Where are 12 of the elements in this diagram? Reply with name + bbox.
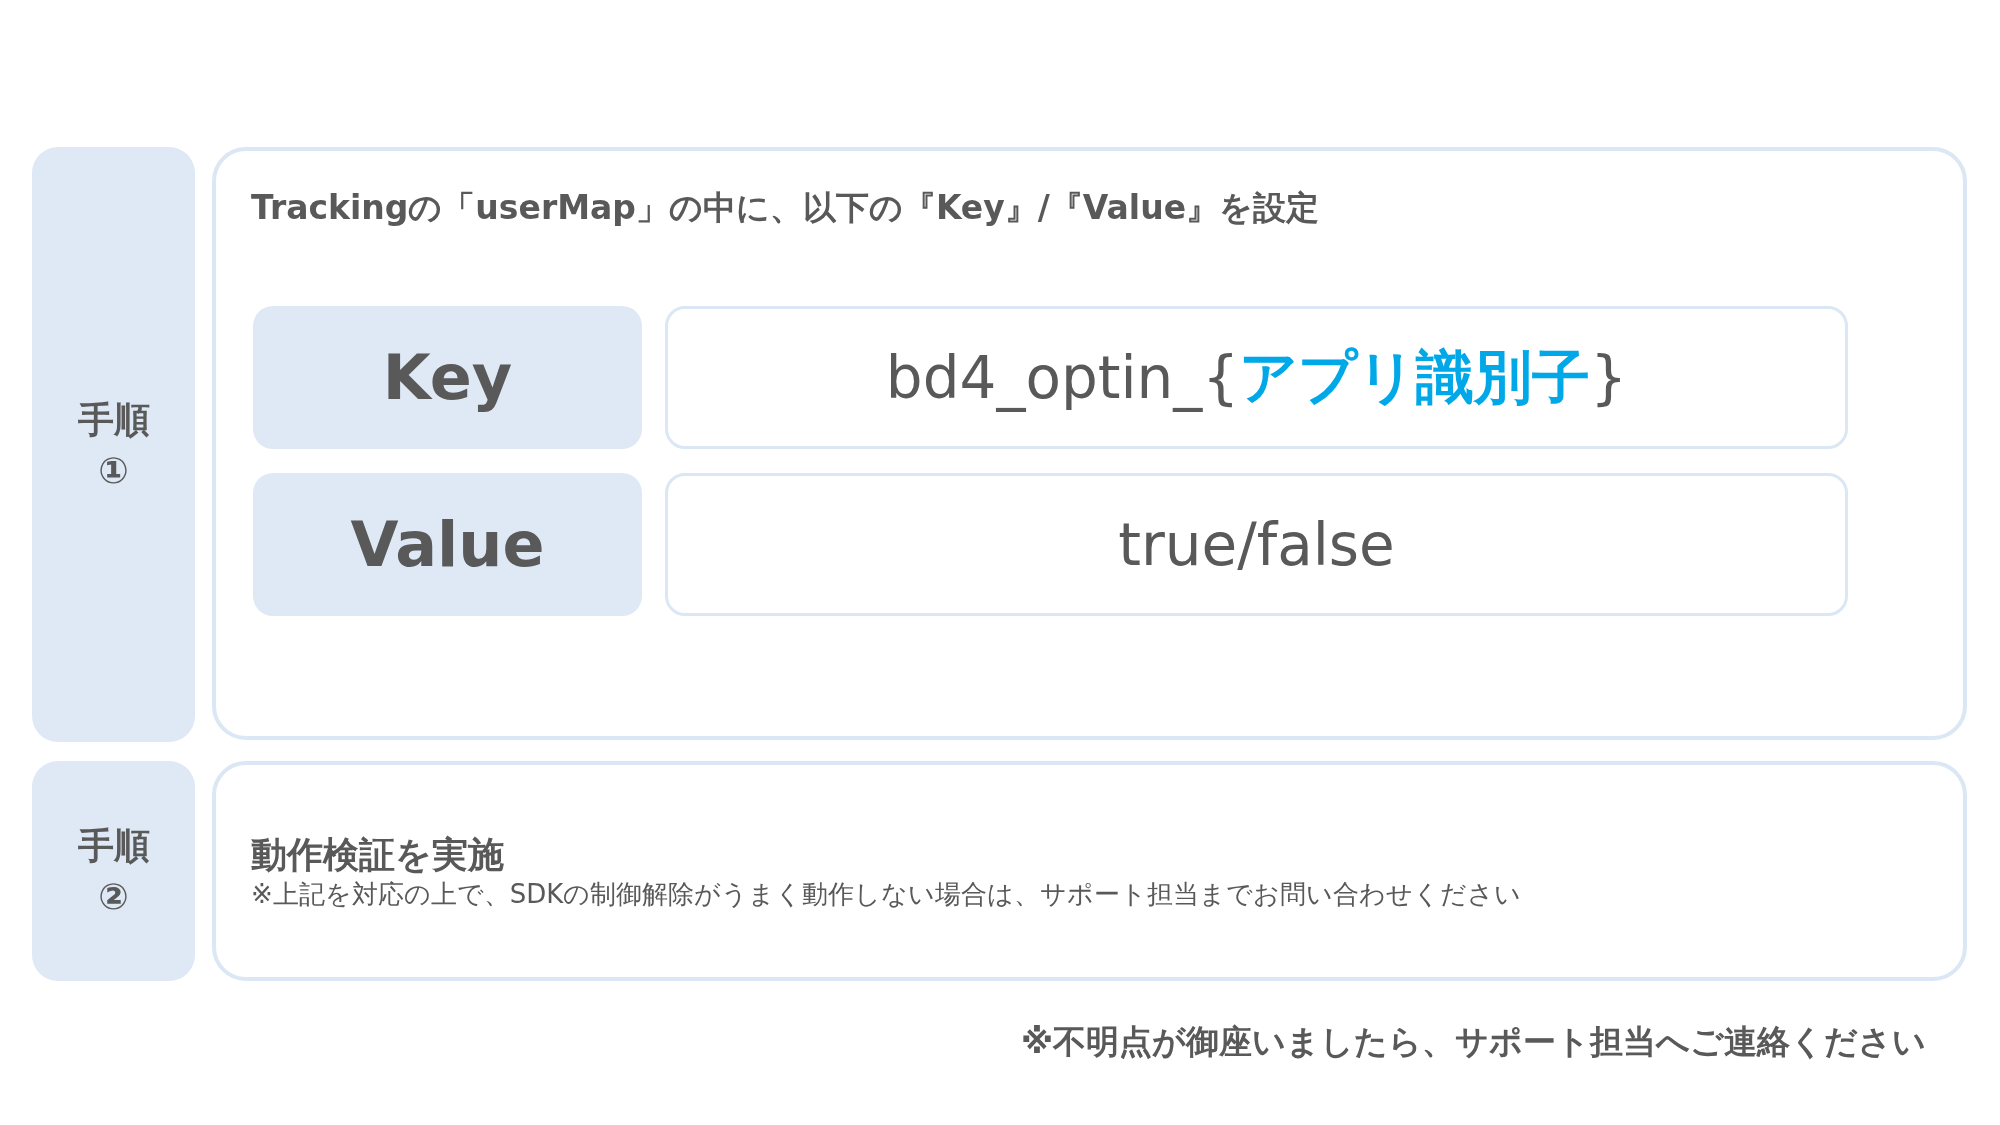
- header-cell: Value: [253, 473, 642, 616]
- note-text: ※上記を対応の上で、SDKの制御解除がうまく動作しない場合は、サポート担当までお問い合わせください: [251, 878, 1522, 910]
- footer-note: ※不明点が御座いましたら、サポート担当へご連絡ください: [1020, 1022, 1926, 1062]
- step-label: 手順①: [32, 147, 195, 742]
- header-cell: Key: [253, 306, 642, 449]
- value-cell: bd4_optin_{アプリ識別子}: [665, 306, 1848, 449]
- value-cell: true/false: [665, 473, 1848, 616]
- step-heading: 動作検証を実施: [251, 833, 504, 877]
- step-heading: Trackingの「userMap」の中に、以下の『Key』/『Value』を設定: [251, 188, 1319, 228]
- step-panel: [212, 147, 1967, 740]
- step-label: 手順②: [32, 761, 195, 981]
- step-panel: [212, 761, 1967, 981]
